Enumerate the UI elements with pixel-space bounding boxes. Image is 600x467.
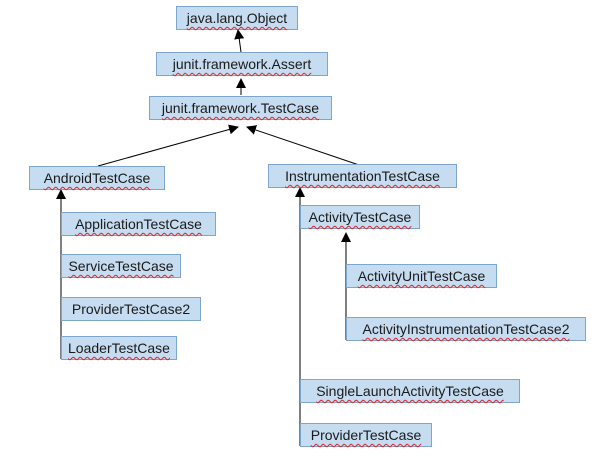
node-junit-testcase: junit.framework.TestCase [149,96,332,120]
node-label: junit.framework.TestCase [161,100,320,116]
node-label: LoaderTestCase [68,340,170,356]
edge-android-testcase [97,124,239,167]
node-label: SingleLaunchActivityTestCase [316,383,504,399]
node-label: ActivityUnitTestCase [357,268,486,284]
node-application-test-case: ApplicationTestCase [61,212,216,236]
node-provider-test-case: ProviderTestCase [300,423,432,447]
node-label: ActivityTestCase [308,209,412,225]
node-label: ApplicationTestCase [75,216,202,232]
node-label: AndroidTestCase [43,170,151,186]
node-activity-unit-test-case: ActivityUnitTestCase [346,264,497,288]
node-loader-test-case: LoaderTestCase [61,336,177,360]
node-android-test-case: AndroidTestCase [29,166,165,190]
node-instrumentation-test-case: InstrumentationTestCase [268,164,457,188]
node-service-test-case: ServiceTestCase [61,254,181,278]
node-label: ActivityInstrumentationTestCase2 [362,321,570,337]
node-activity-test-case: ActivityTestCase [300,205,420,229]
node-activity-instrumentation-test-case-2: ActivityInstrumentationTestCase2 [346,317,586,341]
edge-assert-object [234,29,245,53]
node-label: junit.framework.Assert [172,56,312,72]
node-single-launch-activity-test-case: SingleLaunchActivityTestCase [300,379,520,403]
node-label: InstrumentationTestCase [285,168,440,184]
node-java-lang-object: java.lang.Object [176,6,298,30]
node-junit-assert: junit.framework.Assert [156,52,328,76]
node-label: ProviderTestCase [310,427,422,443]
node-provider-test-case-2: ProviderTestCase2 [61,297,201,321]
edge-instrumentation-testcase [246,125,363,167]
node-label: java.lang.Object [186,10,288,26]
node-label: ProviderTestCase2 [71,301,191,317]
node-label: ServiceTestCase [68,258,174,274]
